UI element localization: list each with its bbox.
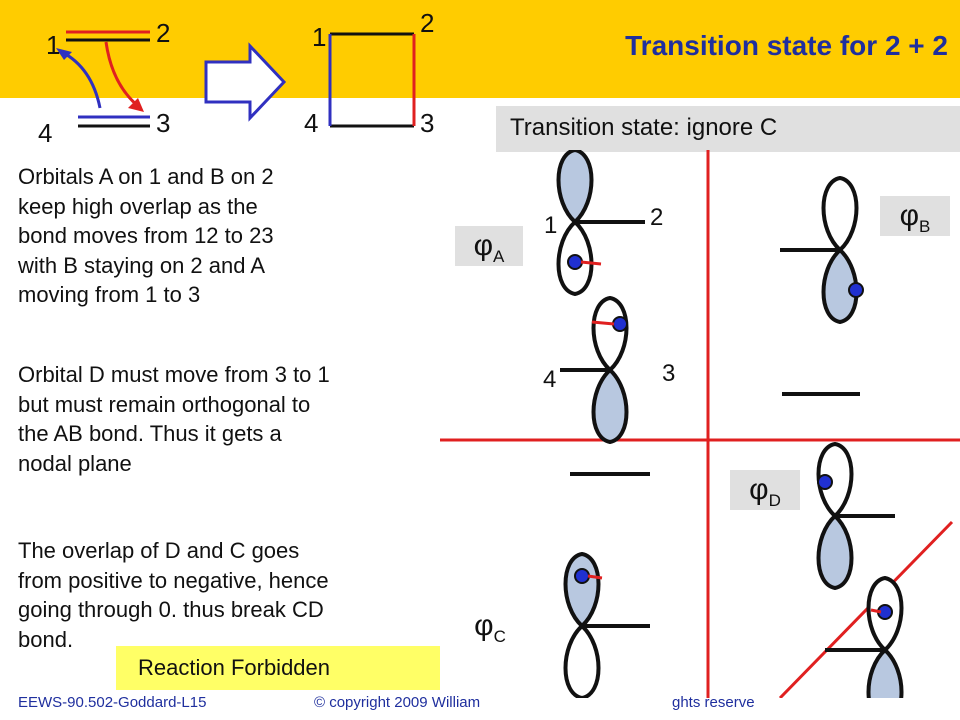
text-line: Orbital D must move from 3 to 1 [18,362,330,387]
atom-label-4: 4 [543,366,557,393]
reaction-scheme [56,30,416,128]
subtitle: Transition state: ignore C [510,114,778,141]
text-line: but must remain orthogonal to [18,391,311,417]
orbital-phi-b [780,176,864,324]
subtitle-panel [496,106,960,152]
square-label-1: 1 [312,22,327,52]
text-line: bond moves from 12 to 23 [18,223,274,248]
orbital-phi-d [816,442,895,590]
paragraph-orthogonal: Orbital D must move from 3 to 1 but must… [18,360,478,478]
phi-a-label: φA [455,226,523,266]
phi-d-label: φD [730,470,800,510]
arrow-2-to-3 [104,41,139,108]
reaction-status: Reaction Forbidden [138,655,331,680]
reaction-arrow-icon [204,42,287,122]
slide-title: Transition state for 2 + 2 [625,30,948,61]
text-line: nodal plane [18,450,132,476]
square-label-3: 3 [420,108,435,138]
arrowhead-blue [56,48,72,60]
scheme-label-3: 3 [156,108,171,138]
square-label-2: 2 [420,8,435,38]
text-line: The overlap of D and C goes [18,538,300,563]
text-line: moving from 1 to 3 [18,282,201,307]
nodal-plane-line [778,520,954,698]
arrow-4-to-1 [61,50,102,109]
scheme-label-2: 2 [156,18,171,48]
arrowhead-red [128,98,144,112]
orbital-phi-c [563,552,650,698]
text-line: bond. [18,626,74,652]
text-line: with B staying on 2 and A [18,252,266,278]
footer-rights: ghts reserve [672,694,755,711]
phi-c-label: φC [474,609,506,646]
text-line: from positive to negative, hence [18,567,329,593]
phi-b-label: φB [880,196,950,236]
orbital-phi-a-4 [560,296,629,444]
text-line: keep high overlap as the [18,193,258,219]
square-label-4: 4 [304,108,319,138]
text-line: going through 0. thus break CD [18,597,324,622]
orbital-phi-a-1 [556,150,645,296]
orbital-phi-d-partner [825,576,904,698]
forbidden-highlight [116,646,440,690]
text-line: the AB bond. Thus it gets a [18,421,282,446]
orbital-diagram [440,150,960,698]
footer-course-id: EEWS-90.502-Goddard-L15 [18,694,207,711]
atom-label-1: 1 [544,212,558,239]
text-line: Orbitals A on 1 and B on 2 [18,164,274,189]
paragraph-cd-overlap: The overlap of D and C goes from positiv… [18,536,478,654]
paragraph-overlap: Orbitals A on 1 and B on 2 keep high ove… [18,162,418,310]
scheme-label-1: 1 [46,30,61,60]
atom-label-3: 3 [662,360,676,387]
footer-copyright: © copyright 2009 William [314,694,481,711]
scheme-label-4: 4 [38,118,53,148]
header-banner [0,0,960,98]
atom-label-2: 2 [650,204,664,231]
